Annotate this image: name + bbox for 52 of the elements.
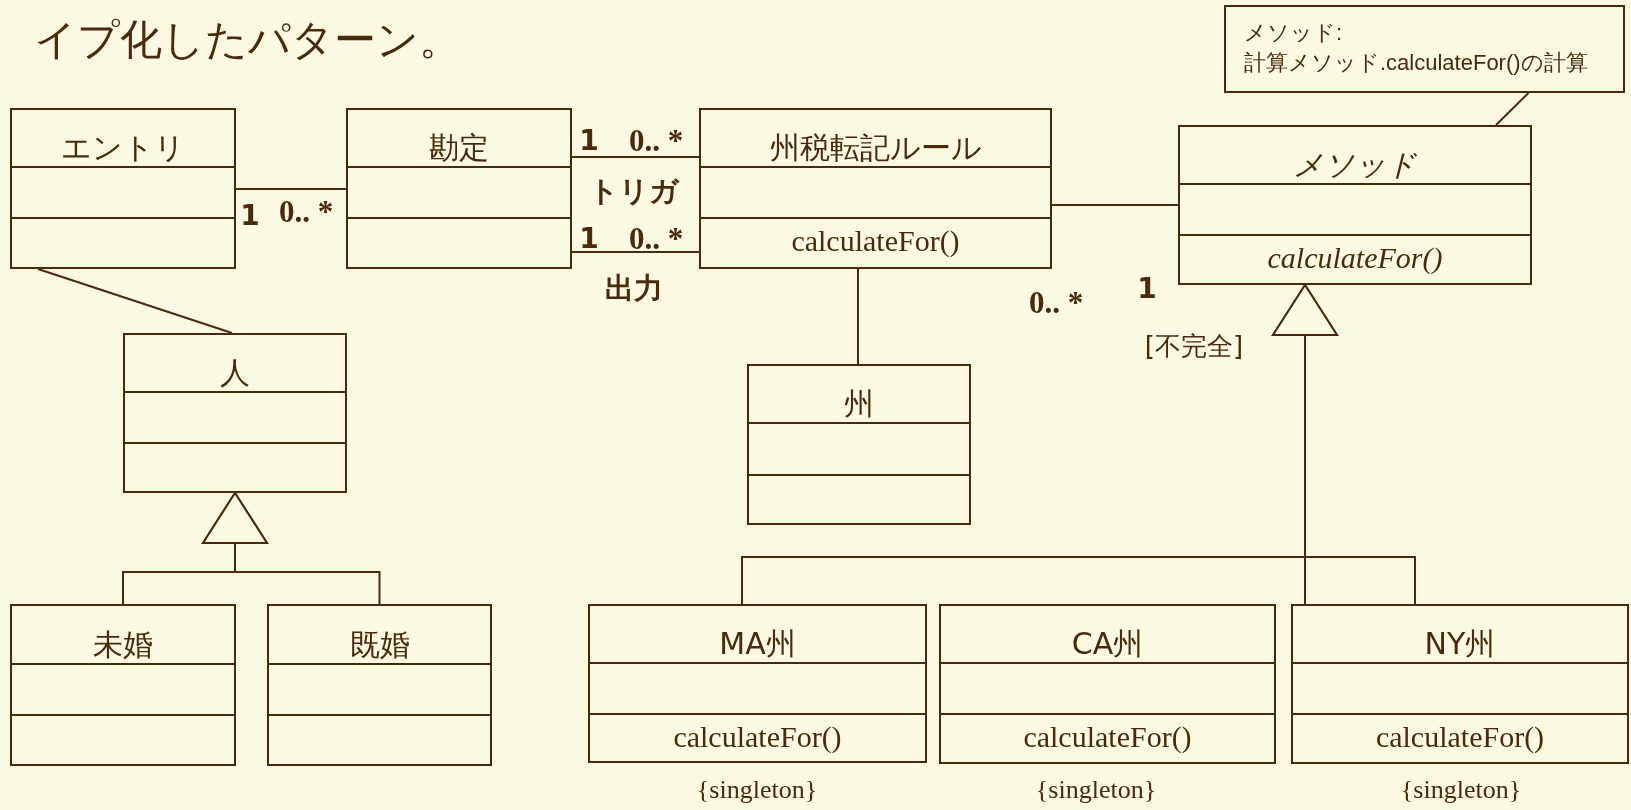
class-box bbox=[1178, 125, 1532, 285]
multiplicity: 1 bbox=[579, 223, 599, 255]
method-name: calculateFor() bbox=[673, 720, 842, 754]
method-name: calculateFor() bbox=[1023, 720, 1192, 754]
multiplicity: 0.. * bbox=[1028, 287, 1084, 319]
class-box bbox=[10, 108, 236, 269]
note-box bbox=[1224, 5, 1625, 93]
constraint-text: {singleton} bbox=[1400, 776, 1522, 804]
class-box bbox=[267, 604, 492, 766]
class-box bbox=[1291, 604, 1629, 764]
multiplicity: 1 bbox=[579, 125, 599, 157]
constraint-text: {singleton} bbox=[696, 776, 818, 804]
multiplicity: 1 bbox=[1137, 273, 1157, 305]
constraint-text: {singleton} bbox=[1035, 776, 1157, 804]
method-name: calculateFor() bbox=[791, 224, 960, 258]
multiplicity: 0.. * bbox=[278, 196, 334, 228]
note-connector bbox=[1495, 92, 1530, 126]
class-name: 人 bbox=[220, 357, 250, 389]
class-name: 州 bbox=[844, 388, 874, 420]
class-name: CA州 bbox=[1071, 628, 1144, 660]
class-name: 勘定 bbox=[429, 132, 489, 164]
class-box bbox=[346, 108, 572, 269]
class-name: 既婚 bbox=[349, 629, 410, 661]
association-line bbox=[571, 251, 700, 253]
association-line bbox=[37, 268, 233, 334]
association-line bbox=[571, 156, 700, 158]
multiplicity: 1 bbox=[240, 200, 260, 232]
multiplicity: 0.. * bbox=[628, 125, 684, 157]
note-text: メソッド: bbox=[1244, 19, 1343, 47]
title: イプ化したパターン。 bbox=[34, 16, 461, 64]
class-box bbox=[588, 604, 927, 763]
association-line bbox=[857, 268, 859, 365]
class-box bbox=[747, 364, 971, 525]
association-line bbox=[235, 188, 347, 190]
method-name: calculateFor() bbox=[1267, 241, 1443, 275]
multiplicity: 0.. * bbox=[628, 223, 684, 255]
class-box bbox=[10, 604, 236, 766]
class-name: NY州 bbox=[1424, 628, 1496, 660]
generalization-arrow bbox=[1272, 284, 1416, 605]
class-box bbox=[939, 604, 1276, 764]
association-line bbox=[1051, 204, 1179, 206]
class-name: MA州 bbox=[719, 628, 796, 660]
class-name: メソッド bbox=[1293, 149, 1417, 181]
note-text: 計算メソッド.calculateFor()の計算 bbox=[1244, 49, 1588, 77]
class-name: エントリ bbox=[61, 132, 185, 164]
class-box bbox=[123, 333, 347, 493]
constraint-text: [不完全] bbox=[1144, 331, 1244, 361]
class-box bbox=[699, 108, 1052, 269]
generalization-arrow bbox=[202, 492, 381, 605]
class-name: 未婚 bbox=[93, 629, 153, 661]
class-name: 州税転記ルール bbox=[769, 132, 982, 164]
method-name: calculateFor() bbox=[1375, 720, 1545, 754]
